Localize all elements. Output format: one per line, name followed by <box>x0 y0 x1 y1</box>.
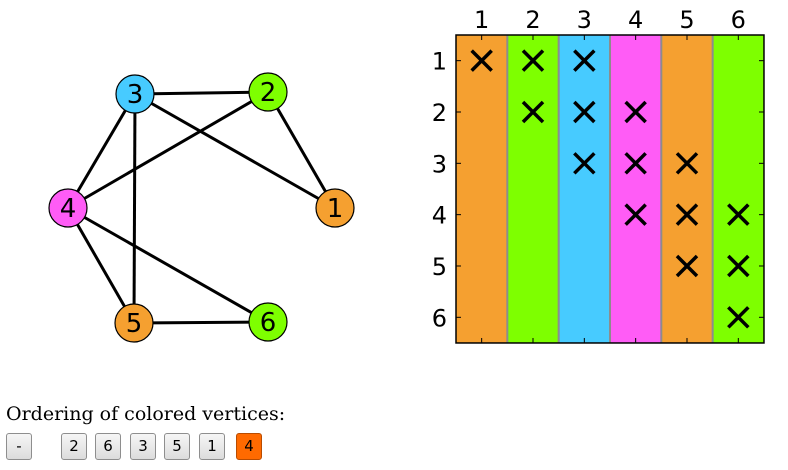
graph-edges <box>66 90 337 325</box>
edge-2-1 <box>266 91 337 209</box>
graph-diagram: 1 2 3 4 5 6 <box>48 72 355 343</box>
edge-3-1 <box>134 92 336 210</box>
vertex-6-label: 6 <box>260 308 277 338</box>
col-label-2: 2 <box>525 6 540 34</box>
vertex-6-circle <box>248 302 288 342</box>
row-label-6: 6 <box>432 304 447 332</box>
col-label-3: 3 <box>577 6 592 34</box>
matrix-labels: 1 2 3 4 5 6 1 2 3 4 5 6 <box>432 6 746 332</box>
graph-vertices: 1 2 3 4 5 6 <box>48 72 355 343</box>
vertex-3[interactable]: 3 <box>115 74 155 114</box>
edge-4-5 <box>66 207 136 324</box>
vertex-2-label: 2 <box>260 78 277 108</box>
matrix-column-2 <box>507 35 559 343</box>
edge-2-4 <box>67 90 269 210</box>
order-button-1[interactable]: 2 <box>61 433 87 460</box>
vertex-4[interactable]: 4 <box>48 188 88 228</box>
matrix-column-6 <box>712 35 764 343</box>
row-label-5: 5 <box>432 253 447 281</box>
order-button-5[interactable]: 1 <box>199 433 225 460</box>
vertex-5-circle <box>114 303 154 343</box>
mark-r2-c4 <box>624 100 647 124</box>
mark-r6-c6 <box>727 306 750 329</box>
matrix-frame <box>455 34 765 344</box>
ordering-caption: Ordering of colored vertices: <box>6 403 286 425</box>
mark-r2-c3 <box>573 100 596 124</box>
edge-3-2 <box>134 90 269 96</box>
col-label-1: 1 <box>474 6 489 34</box>
mark-r1-c3 <box>573 49 596 72</box>
matrix-border <box>455 34 765 344</box>
matrix-column-4 <box>609 35 662 343</box>
vertex-6[interactable]: 6 <box>248 302 288 342</box>
vertex-1-circle <box>315 188 355 228</box>
mark-r4-c6 <box>727 203 750 226</box>
vertex-3-label: 3 <box>127 80 144 110</box>
col-label-4: 4 <box>628 6 643 34</box>
vertex-5-label: 5 <box>126 309 143 339</box>
mark-r3-c4 <box>624 152 647 175</box>
order-button-4[interactable]: 5 <box>164 433 190 460</box>
vertex-2-circle <box>248 72 288 112</box>
order-button-6[interactable]: 4 <box>236 433 262 460</box>
mark-r3-c5 <box>675 152 699 175</box>
mark-r4-c5 <box>675 203 699 226</box>
row-label-4: 4 <box>432 202 447 230</box>
vertex-1[interactable]: 1 <box>315 188 355 228</box>
vertex-5[interactable]: 5 <box>114 303 154 343</box>
order-button-2[interactable]: 6 <box>95 433 121 460</box>
col-label-6: 6 <box>731 6 746 34</box>
vertex-4-circle <box>48 188 88 228</box>
edge-3-5 <box>132 93 137 324</box>
mark-r3-c3 <box>573 152 596 175</box>
mark-r5-c5 <box>675 254 699 278</box>
order-button-3[interactable]: 3 <box>130 433 156 460</box>
matrix-columns <box>456 35 764 343</box>
vertex-2[interactable]: 2 <box>248 72 288 112</box>
edge-4-6 <box>67 206 269 324</box>
row-label-1: 1 <box>432 48 447 76</box>
mark-r4-c4 <box>624 203 647 226</box>
edge-3-4 <box>66 93 137 209</box>
reset-ordering-button[interactable]: - <box>6 433 32 460</box>
col-label-5: 5 <box>679 6 694 34</box>
mark-r1-c1 <box>470 49 493 72</box>
vertex-3-circle <box>115 74 155 114</box>
vertex-1-label: 1 <box>327 194 344 224</box>
coloring-matrix: 1 2 3 4 5 6 1 2 3 4 5 6 <box>432 6 765 344</box>
matrix-column-5 <box>661 35 713 343</box>
matrix-column-1 <box>456 35 508 343</box>
row-label-2: 2 <box>432 99 447 127</box>
vertex-4-label: 4 <box>60 194 77 224</box>
matrix-marks <box>470 49 750 329</box>
mark-r5-c6 <box>727 254 750 278</box>
matrix-column-3 <box>558 35 610 343</box>
mark-r1-c2 <box>521 49 545 72</box>
edge-5-6 <box>133 320 269 325</box>
row-label-3: 3 <box>432 150 447 178</box>
mark-r2-c2 <box>521 100 545 124</box>
